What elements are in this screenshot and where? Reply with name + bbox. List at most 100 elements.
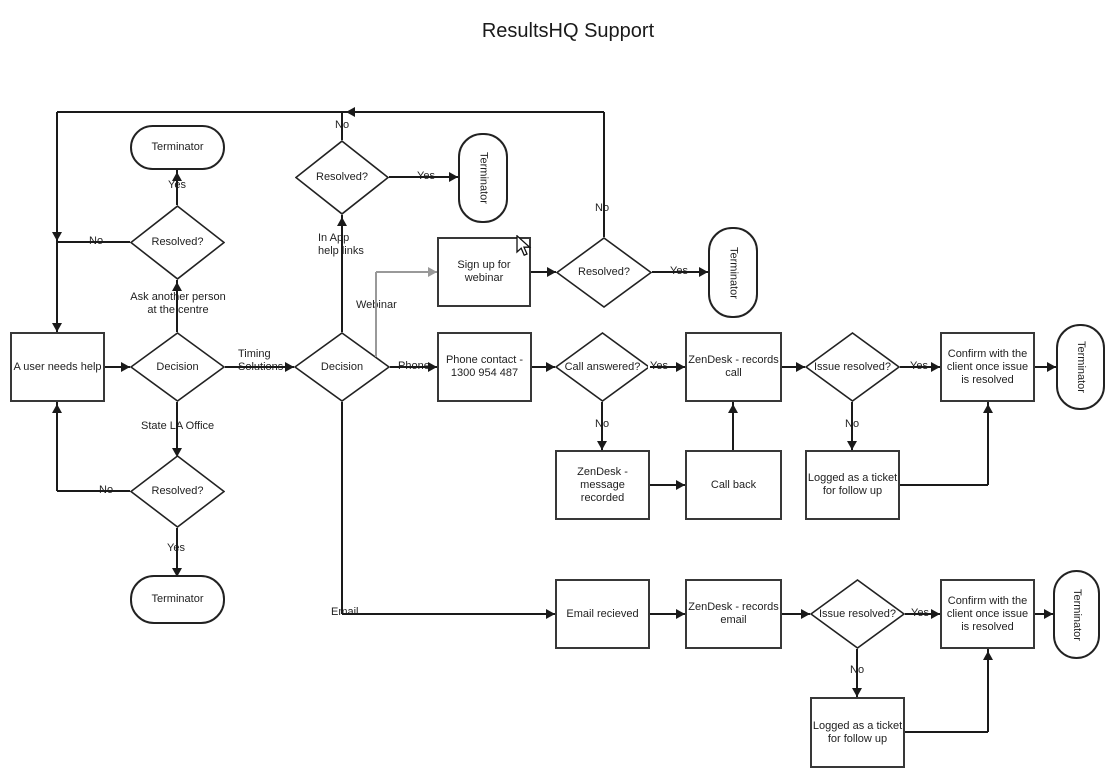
connector-line <box>987 402 989 485</box>
node-logged-ticket-phone[interactable]: Logged as a ticket for follow up <box>805 450 900 520</box>
connector-line <box>56 402 58 491</box>
connector-line <box>56 112 58 332</box>
node-confirm-client-email[interactable]: Confirm with the client once issue is re… <box>940 579 1035 649</box>
node-label: Resolved? <box>578 266 630 278</box>
node-label: Decision <box>156 360 199 373</box>
arrowhead-icon <box>172 282 182 291</box>
node-user-needs-help[interactable]: A user needs help <box>10 332 105 402</box>
node-label: A user needs help <box>13 360 102 373</box>
arrowhead-icon <box>1047 362 1056 372</box>
arrowhead-icon <box>676 609 685 619</box>
arrowhead-icon <box>1044 609 1053 619</box>
arrowhead-icon <box>547 267 556 277</box>
edge-label-in-app-help-links: In App help links <box>316 232 366 258</box>
node-decision-channel[interactable]: Decision <box>294 332 390 402</box>
node-resolved-centre-bottom[interactable]: Resolved? <box>130 455 225 528</box>
connector-line <box>341 215 343 332</box>
node-terminator-email[interactable]: Terminator <box>1053 570 1100 659</box>
node-terminator-webinar[interactable]: Terminator <box>708 227 758 318</box>
connector-line <box>376 271 437 273</box>
node-label: Issue resolved? <box>813 360 892 373</box>
connector-line <box>390 366 437 368</box>
node-resolved-centre-top[interactable]: Resolved? <box>130 205 225 280</box>
edge-label-yes: Yes <box>165 542 187 555</box>
node-label: Logged as a ticket for follow up <box>807 472 898 497</box>
arrowhead-icon <box>52 404 62 413</box>
connector-line <box>532 366 555 368</box>
node-label: Phone contact - 1300 954 487 <box>445 354 524 379</box>
mouse-cursor-icon <box>516 234 533 263</box>
connector-line <box>851 402 853 450</box>
arrowhead-icon <box>931 362 940 372</box>
node-resolved-webinar[interactable]: Resolved? <box>556 237 652 308</box>
node-terminator-inapp[interactable]: Terminator <box>458 133 508 223</box>
node-issue-resolved-phone[interactable]: Issue resolved? <box>805 332 900 402</box>
arrowhead-icon <box>676 480 685 490</box>
node-logged-ticket-email[interactable]: Logged as a ticket for follow up <box>810 697 905 768</box>
connector-line <box>105 366 130 368</box>
arrowhead-icon <box>121 362 130 372</box>
node-terminator-centre-top[interactable]: Terminator <box>130 125 225 170</box>
connector-line <box>650 366 685 368</box>
node-call-answered[interactable]: Call answered? <box>555 332 650 402</box>
arrowhead-icon <box>285 362 294 372</box>
arrowhead-icon <box>597 441 607 450</box>
node-label: Confirm with the client once issue is re… <box>946 594 1029 633</box>
node-sign-up-webinar[interactable]: Sign up for webinar <box>437 237 531 307</box>
arrowhead-icon <box>346 107 355 117</box>
arrowhead-icon <box>172 448 182 457</box>
arrowhead-icon <box>337 217 347 226</box>
connector-line <box>732 402 734 450</box>
arrowhead-icon <box>172 568 182 577</box>
arrowhead-icon <box>931 609 940 619</box>
arrowhead-icon <box>852 688 862 697</box>
node-terminator-phone[interactable]: Terminator <box>1056 324 1105 410</box>
arrowhead-icon <box>847 441 857 450</box>
node-call-back[interactable]: Call back <box>685 450 782 520</box>
node-label: Decision <box>320 360 364 373</box>
node-label: Terminator <box>151 141 204 153</box>
connector-line <box>603 112 605 237</box>
node-decision-centre[interactable]: Decision <box>130 332 225 402</box>
node-zendesk-message-recorded[interactable]: ZenDesk - message recorded <box>555 450 650 520</box>
node-label: Terminator <box>477 152 490 204</box>
node-email-recieved[interactable]: Email recieved <box>555 579 650 649</box>
arrowhead-icon <box>699 267 708 277</box>
edge-label-timing-solutions: Timing Solutions <box>236 348 286 374</box>
connector-line <box>375 272 377 357</box>
connector-line <box>900 484 988 486</box>
arrowhead-icon <box>172 172 182 181</box>
connector-line <box>176 402 178 455</box>
arrowhead-icon <box>676 362 685 372</box>
node-label: Confirm with the client once issue is re… <box>946 347 1029 386</box>
arrowhead-icon <box>546 609 555 619</box>
node-zendesk-records-email[interactable]: ZenDesk - records email <box>685 579 782 649</box>
connector-line <box>650 484 685 486</box>
connector-line <box>782 613 810 615</box>
node-zendesk-records-call[interactable]: ZenDesk - records call <box>685 332 782 402</box>
node-label: Terminator <box>1071 588 1083 641</box>
node-label: Resolved? <box>151 485 204 497</box>
arrowhead-icon <box>428 362 437 372</box>
node-label: Terminator <box>727 246 740 299</box>
node-issue-resolved-email[interactable]: Issue resolved? <box>810 579 905 649</box>
connector-line <box>341 402 343 614</box>
arrowhead-icon <box>801 609 810 619</box>
node-resolved-inapp[interactable]: Resolved? <box>295 140 389 215</box>
arrowhead-icon <box>796 362 805 372</box>
arrowhead-icon <box>52 232 62 241</box>
node-confirm-client-phone[interactable]: Confirm with the client once issue is re… <box>940 332 1035 402</box>
node-label: Logged as a ticket for follow up <box>812 719 903 745</box>
connector-line <box>905 731 988 733</box>
node-terminator-centre-bottom[interactable]: Terminator <box>130 575 225 624</box>
connector-line <box>57 490 130 492</box>
node-phone-contact[interactable]: Phone contact - 1300 954 487 <box>437 332 532 402</box>
connector-line <box>176 528 178 575</box>
connector-line <box>650 613 685 615</box>
edge-label-ask-another-person: Ask another person at the centre <box>118 291 238 317</box>
node-label: ZenDesk - records call <box>688 354 779 379</box>
arrowhead-icon <box>983 404 993 413</box>
connector-line <box>176 170 178 205</box>
node-label: Call answered? <box>564 360 641 373</box>
